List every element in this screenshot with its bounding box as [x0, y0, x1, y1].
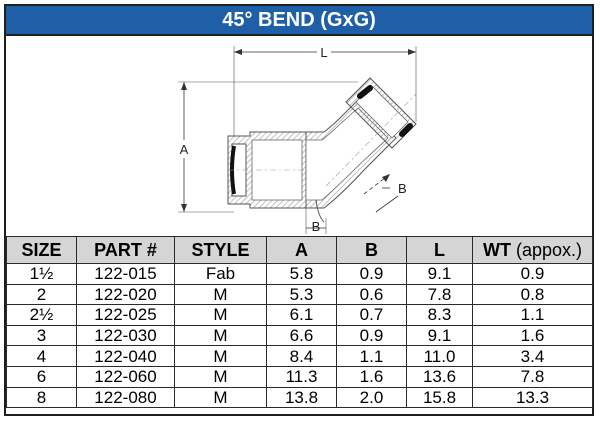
spec-table: SIZE PART # STYLE A B L WT (appox.) 1½ 1…: [6, 236, 593, 409]
cell-style: M: [174, 365, 267, 388]
dimension-b-left: B: [305, 208, 327, 234]
cell-l: 8.3: [406, 304, 473, 326]
cell-size: 8: [6, 386, 77, 409]
header-style: STYLE: [174, 236, 267, 264]
header-size: SIZE: [6, 236, 77, 264]
cell-part: 122-015: [76, 263, 175, 285]
header-wt-unit: (appox.): [515, 239, 583, 260]
cell-a: 13.8: [266, 386, 337, 409]
cell-b: 0.6: [336, 283, 407, 306]
cell-style: M: [174, 283, 267, 306]
header-l: L: [406, 236, 473, 264]
cell-style: M: [174, 324, 267, 347]
cell-wt: 0.8: [472, 283, 593, 306]
cell-size: 6: [6, 365, 77, 388]
header-a: A: [266, 236, 337, 264]
cell-wt: 1.6: [472, 324, 593, 347]
cell-part: 122-080: [76, 386, 175, 409]
cell-size: 2½: [6, 304, 77, 326]
table-row: 4 122-040 M 8.4 1.1 11.0 3.4: [6, 345, 593, 367]
cell-size: 1½: [6, 263, 77, 285]
left-coupling: [227, 131, 307, 209]
cell-a: 6.6: [266, 324, 337, 347]
cell-size: 2: [6, 283, 77, 306]
right-coupling: [325, 77, 417, 187]
table-header-row: SIZE PART # STYLE A B L WT (appox.): [6, 236, 593, 264]
header-part: PART #: [76, 236, 175, 264]
cell-a: 6.1: [266, 304, 337, 326]
cell-l: 7.8: [406, 283, 473, 306]
table-row: 8 122-080 M 13.8 2.0 15.8 13.3: [6, 386, 593, 409]
cell-wt: 13.3: [472, 386, 593, 409]
header-wt-label: WT: [482, 239, 511, 260]
cell-wt: 3.4: [472, 345, 593, 367]
bend-diagram: A L B B: [177, 44, 417, 234]
cell-b: 1.6: [336, 365, 407, 388]
dimension-a: A: [177, 81, 358, 213]
cell-a: 5.3: [266, 283, 337, 306]
cell-style: Fab: [174, 263, 267, 285]
header-b: B: [336, 236, 407, 264]
cell-wt: 1.1: [472, 304, 593, 326]
cell-l: 13.6: [406, 365, 473, 388]
label-b-left: B: [312, 219, 321, 234]
cell-part: 122-020: [76, 283, 175, 306]
dimension-l: L: [233, 44, 417, 136]
cell-a: 8.4: [266, 345, 337, 367]
cell-l: 15.8: [406, 386, 473, 409]
cell-b: 0.9: [336, 324, 407, 347]
cell-b: 2.0: [336, 386, 407, 409]
label-a: A: [180, 142, 189, 157]
label-l: L: [320, 45, 327, 60]
cell-part: 122-060: [76, 365, 175, 388]
cell-a: 5.8: [266, 263, 337, 285]
cell-a: 11.3: [266, 365, 337, 388]
cell-b: 1.1: [336, 345, 407, 367]
cell-l: 11.0: [406, 345, 473, 367]
cell-part: 122-025: [76, 304, 175, 326]
header-wt: WT (appox.): [472, 236, 593, 264]
cell-style: M: [174, 345, 267, 367]
cell-size: 4: [6, 345, 77, 367]
table-row: 2½ 122-025 M 6.1 0.7 8.3 1.1: [6, 304, 593, 326]
table-row: 2 122-020 M 5.3 0.6 7.8 0.8: [6, 283, 593, 306]
table-row: 1½ 122-015 Fab 5.8 0.9 9.1 0.9: [6, 263, 593, 285]
cell-wt: 7.8: [472, 365, 593, 388]
table-row: 6 122-060 M 11.3 1.6 13.6 7.8: [6, 365, 593, 388]
table-body: 1½ 122-015 Fab 5.8 0.9 9.1 0.9 2 122-020…: [6, 263, 593, 409]
cell-part: 122-030: [76, 324, 175, 347]
cell-style: M: [174, 386, 267, 409]
cell-b: 0.7: [336, 304, 407, 326]
cell-l: 9.1: [406, 263, 473, 285]
spec-sheet: 45° BEND (GxG): [4, 4, 594, 416]
cell-style: M: [174, 304, 267, 326]
dimension-b-right: B: [363, 173, 407, 213]
label-b-right: B: [398, 181, 407, 196]
page-title: 45° BEND (GxG): [6, 6, 592, 36]
cell-l: 9.1: [406, 324, 473, 347]
cell-b: 0.9: [336, 263, 407, 285]
cell-part: 122-040: [76, 345, 175, 367]
cell-wt: 0.9: [472, 263, 593, 285]
cell-size: 3: [6, 324, 77, 347]
table-row: 3 122-030 M 6.6 0.9 9.1 1.6: [6, 324, 593, 347]
